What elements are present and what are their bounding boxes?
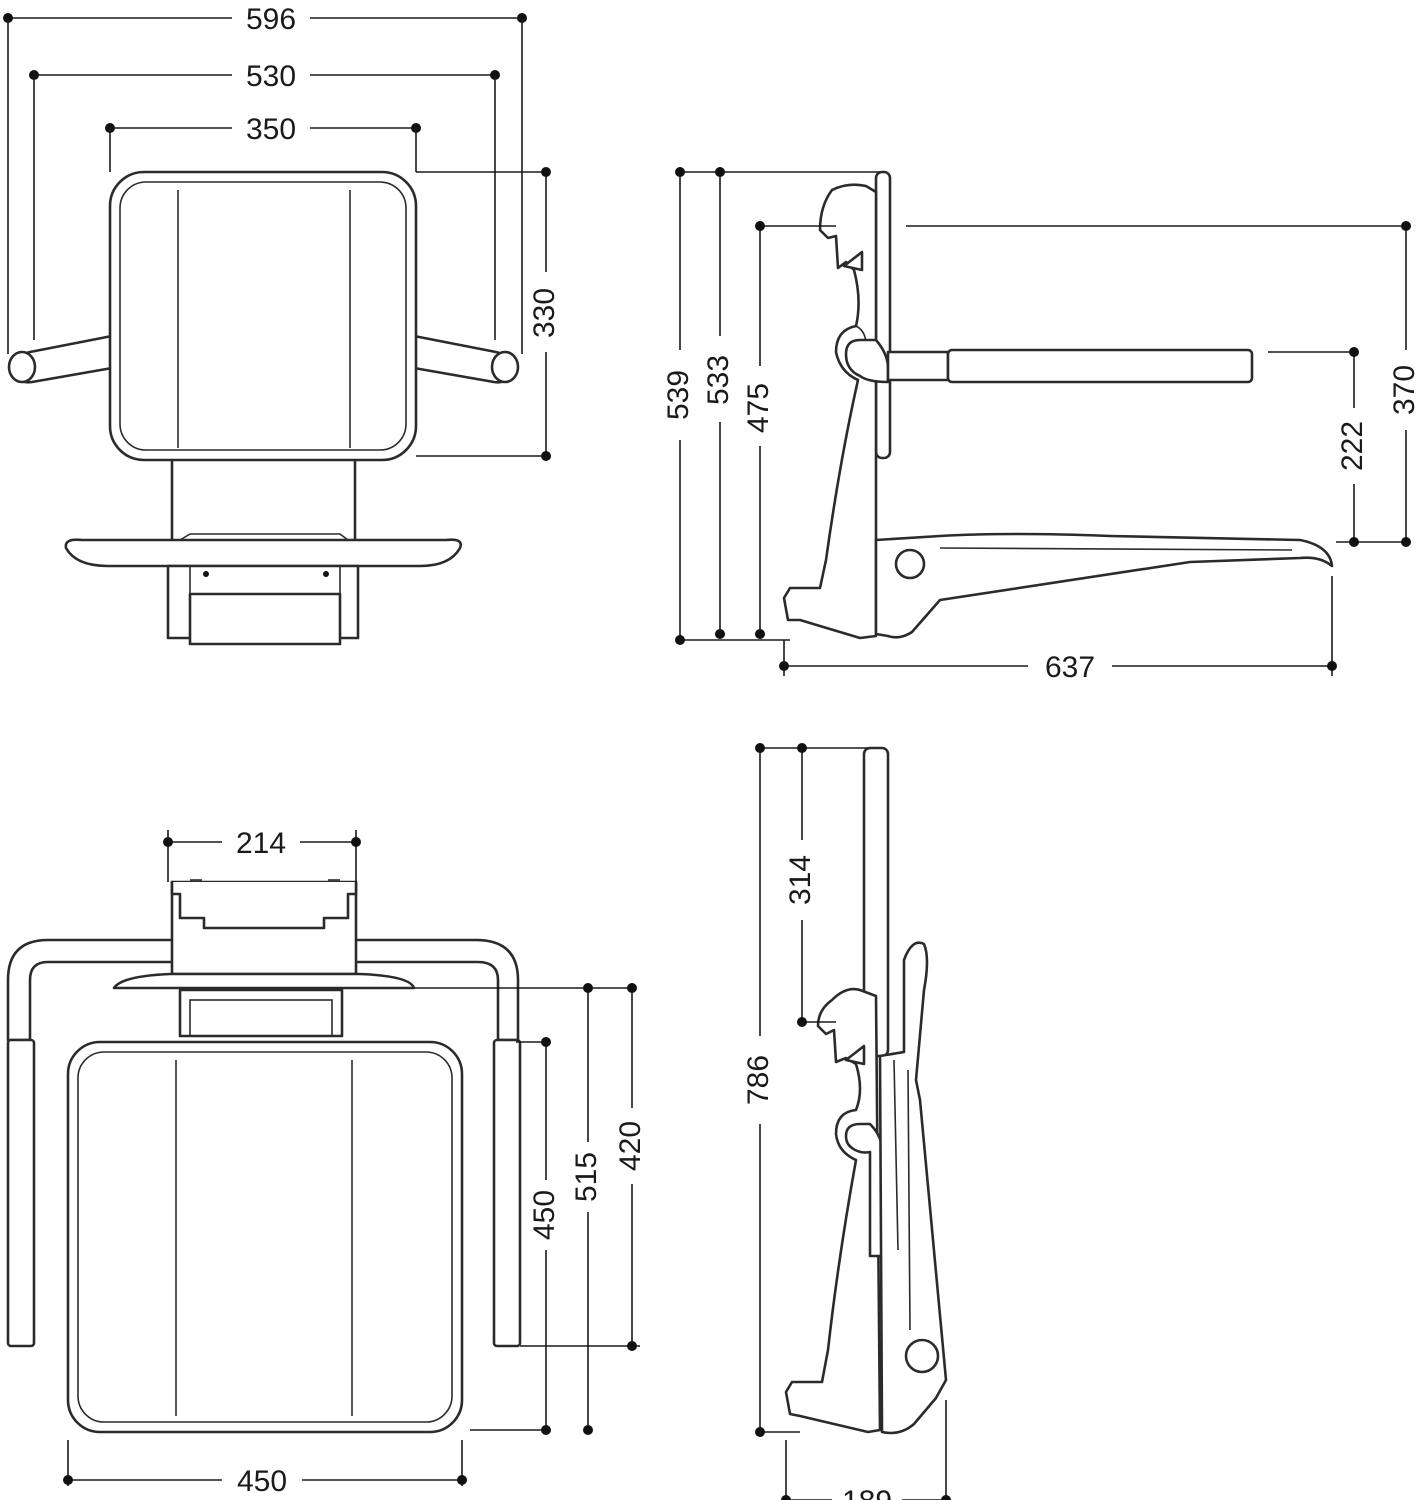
dim-top-420: 420 — [520, 983, 647, 1351]
dim-front-330: 330 — [416, 167, 561, 461]
dim-side-637: 637 — [779, 576, 1337, 684]
front-left-armrest-end — [7, 350, 37, 384]
side-hook-tab — [842, 250, 864, 272]
dim-front-596: 596 — [3, 3, 527, 354]
dim-side-370: 370 — [906, 221, 1421, 547]
dim-label-475: 475 — [742, 383, 775, 433]
dim-folded-786: 786 — [742, 743, 868, 1437]
side-armrest-sleeve — [886, 350, 950, 382]
front-backrest-inner — [119, 181, 407, 451]
top-hinge-block — [178, 988, 344, 1038]
dim-top-515: 515 — [414, 983, 636, 1435]
dim-label-370: 370 — [1388, 365, 1421, 415]
dim-label-596: 596 — [246, 3, 296, 36]
top-grab-bar-right-sleeve — [492, 1038, 522, 1348]
dim-side-222: 222 — [1268, 347, 1369, 547]
dim-label-214: 214 — [236, 827, 286, 860]
front-view: 596 530 350 330 — [3, 3, 561, 646]
folded-hook-tab — [844, 1044, 866, 1066]
top-hinge-inner — [189, 999, 333, 1037]
dim-front-350: 350 — [105, 113, 421, 172]
folded-seat-line — [893, 1059, 899, 1251]
top-seat — [66, 1040, 464, 1434]
side-hinge — [894, 548, 926, 580]
folded-seat — [878, 941, 948, 1435]
dim-folded-189: 189 — [781, 1400, 951, 1500]
front-screw — [323, 571, 329, 577]
dim-label-189: 189 — [842, 1485, 892, 1500]
side-seat-top-line — [939, 547, 1293, 551]
dim-label-637: 637 — [1045, 651, 1095, 684]
dim-label-350: 350 — [246, 113, 296, 146]
folded-hinge — [904, 1338, 940, 1374]
front-seat-hinge — [179, 533, 349, 541]
dim-label-786: 786 — [742, 1055, 775, 1105]
dim-side-539: 539 — [662, 167, 880, 645]
top-seat-lip — [112, 972, 416, 990]
dim-top-450-depth: 450 — [470, 1037, 561, 1435]
top-view: 214 450 450 515 — [6, 827, 647, 1498]
side-seat — [874, 532, 1334, 639]
dim-label-222: 222 — [1336, 421, 1369, 471]
front-seat-edge — [64, 538, 462, 568]
dim-label-420: 420 — [614, 1121, 647, 1171]
side-backrest-panel — [874, 170, 892, 460]
top-grab-bar-left-sleeve — [6, 1038, 36, 1348]
front-bracket-box — [188, 592, 342, 646]
dim-label-539: 539 — [662, 370, 695, 420]
folded-seat-line — [907, 1069, 911, 1331]
dim-label-314: 314 — [784, 855, 817, 905]
dim-side-475: 475 — [742, 221, 836, 639]
front-right-armrest-end — [490, 350, 520, 384]
side-armrest-bar — [946, 348, 1254, 384]
dim-label-330: 330 — [528, 288, 561, 338]
side-view-folded: 786 314 189 — [742, 743, 951, 1500]
side-view-open: 539 533 475 370 222 — [662, 167, 1421, 684]
dim-folded-314: 314 — [784, 743, 836, 1027]
dim-top-450-width: 450 — [63, 1440, 467, 1498]
dim-label-515: 515 — [570, 1152, 603, 1202]
top-bracket-hooks — [170, 880, 358, 930]
dim-label-530: 530 — [246, 60, 296, 93]
front-screw — [203, 571, 209, 577]
dim-front-530: 530 — [29, 60, 500, 340]
dim-side-533: 533 — [702, 167, 735, 639]
side-frame — [782, 183, 878, 640]
dim-label-533: 533 — [702, 355, 735, 405]
dim-label-450-depth: 450 — [528, 1190, 561, 1240]
front-backrest — [108, 170, 418, 462]
dim-top-214: 214 — [163, 827, 361, 882]
top-seat-inner — [77, 1051, 453, 1423]
dim-label-450-width: 450 — [237, 1465, 287, 1498]
folded-frame — [784, 987, 882, 1434]
